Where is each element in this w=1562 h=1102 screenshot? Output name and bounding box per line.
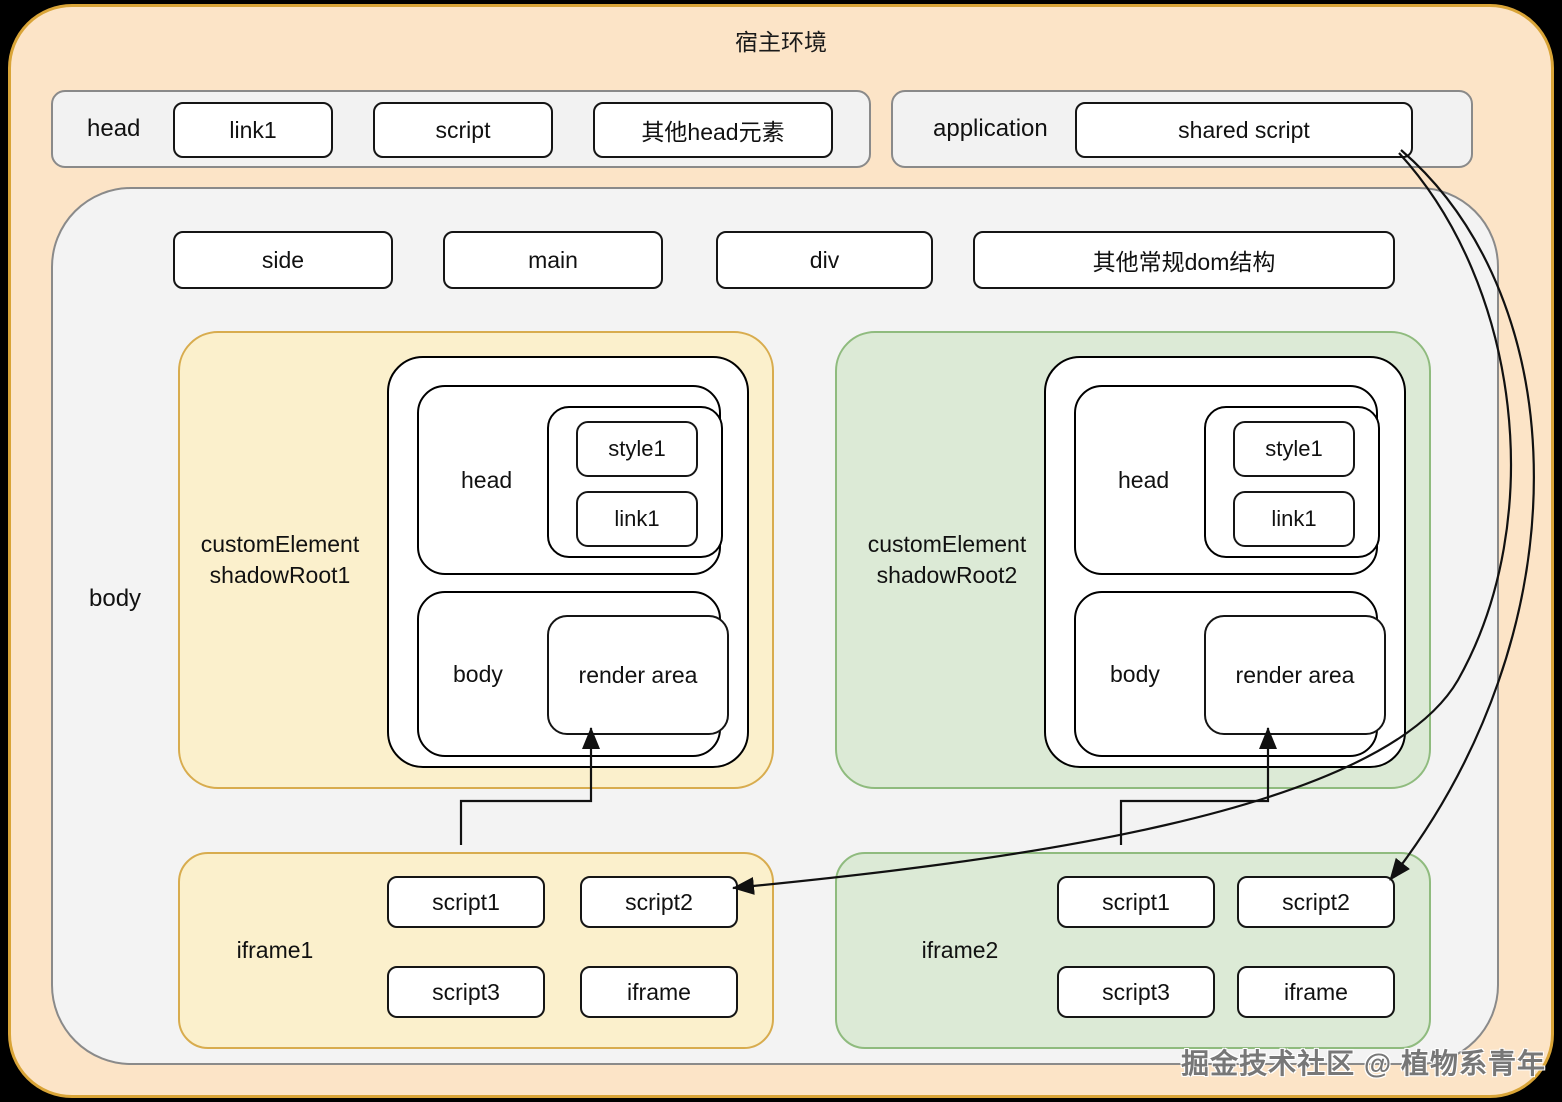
head-section-label: head [87, 115, 141, 142]
shadow-root-2-style1: style1 [1233, 421, 1355, 477]
node-link1: link1 [173, 102, 333, 158]
shadow-root-1-title: customElement shadowRoot1 [180, 529, 380, 591]
shadow-root-2-title-line1: customElement [867, 531, 1027, 557]
iframe-2-script3: script3 [1057, 966, 1215, 1018]
shadow-root-2-render-area: render area [1204, 615, 1386, 735]
iframe-2: iframe2 script1 script2 script3 iframe [835, 852, 1431, 1049]
iframe-1-script2: script2 [580, 876, 738, 928]
application-section-label: application [933, 115, 1048, 142]
shadow-root-1-body-label: body [453, 660, 503, 687]
shadow-root-1-head-label: head [461, 466, 513, 493]
node-side: side [173, 231, 393, 289]
head-section: head link1 script 其他head元素 [51, 90, 871, 168]
watermark: 掘金技术社区 @ 植物系青年 [1181, 1048, 1546, 1079]
shadow-root-1-body: body render area [417, 591, 729, 757]
shadow-root-1-head: head style1 link1 [417, 385, 723, 575]
shadow-root-1-head-group: style1 link1 [547, 406, 723, 558]
shadow-root-1-style1: style1 [576, 421, 698, 477]
shadow-root-1-title-line2: shadowRoot1 [209, 562, 351, 588]
iframe-2-script2: script2 [1237, 876, 1395, 928]
node-main: main [443, 231, 663, 289]
shadow-root-1: customElement shadowRoot1 head style1 li… [178, 331, 774, 789]
shadow-root-1-link1: link1 [576, 491, 698, 547]
body-section-label: body [89, 585, 142, 612]
iframe-1-script3: script3 [387, 966, 545, 1018]
node-other-dom: 其他常规dom结构 [973, 231, 1395, 289]
iframe-2-script1: script1 [1057, 876, 1215, 928]
node-other-head-elements: 其他head元素 [593, 102, 833, 158]
shadow-root-2-head: head style1 link1 [1074, 385, 1380, 575]
shadow-root-2-body-label: body [1110, 660, 1160, 687]
iframe-1: iframe1 script1 script2 script3 iframe [178, 852, 774, 1049]
shadow-root-2-title-line2: shadowRoot2 [876, 562, 1018, 588]
iframe-1-label: iframe1 [236, 937, 314, 963]
shadow-root-2-body: body render area [1074, 591, 1386, 757]
iframe-2-label: iframe2 [921, 937, 999, 963]
shadow-root-2-head-group: style1 link1 [1204, 406, 1380, 558]
iframe-2-iframe: iframe [1237, 966, 1395, 1018]
iframe-1-iframe: iframe [580, 966, 738, 1018]
application-section: application shared script [891, 90, 1473, 168]
shadow-root-2-title: customElement shadowRoot2 [837, 529, 1057, 591]
shadow-root-1-document: head style1 link1 body render area [387, 356, 749, 768]
iframe-1-script1: script1 [387, 876, 545, 928]
diagram-title: 宿主环境 [735, 29, 827, 55]
shadow-root-1-title-line1: customElement [200, 531, 360, 557]
node-script: script [373, 102, 553, 158]
shadow-root-2-head-label: head [1118, 466, 1170, 493]
host-environment-container: 宿主环境 head link1 script 其他head元素 applicat… [8, 4, 1554, 1098]
node-div: div [716, 231, 933, 289]
shadow-root-1-render-area: render area [547, 615, 729, 735]
shadow-root-2-document: head style1 link1 body render area [1044, 356, 1406, 768]
shadow-root-2-link1: link1 [1233, 491, 1355, 547]
body-section: body side main div 其他常规dom结构 customEleme… [51, 187, 1499, 1065]
node-shared-script: shared script [1075, 102, 1413, 158]
shadow-root-2: customElement shadowRoot2 head style1 li… [835, 331, 1431, 789]
